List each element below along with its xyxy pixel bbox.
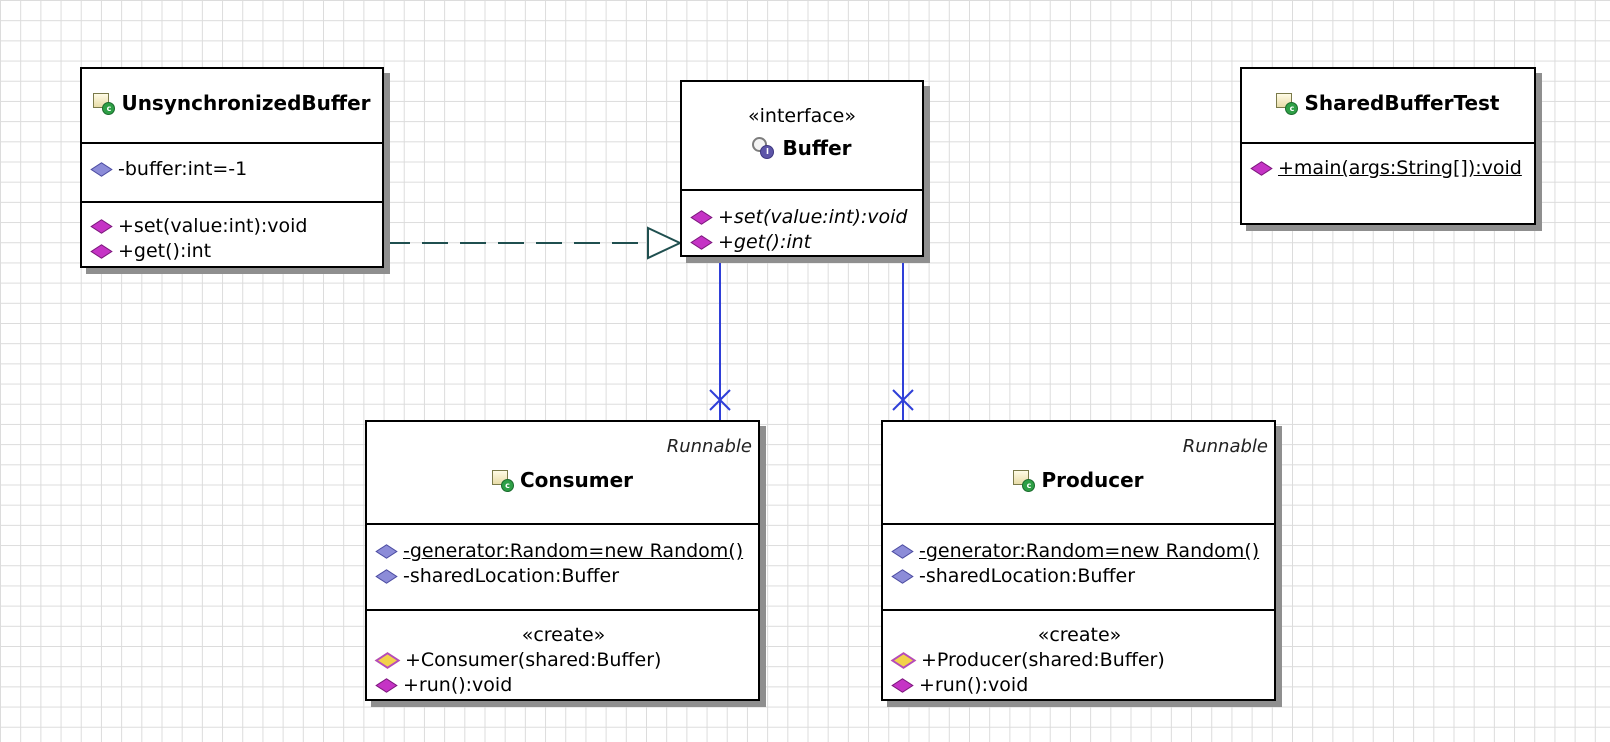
attributes-compartment: -generator:Random=new Random() -sharedLo… xyxy=(367,525,758,609)
interface-title-row: I Buffer xyxy=(682,136,922,160)
operation-text: +set(value:int):void xyxy=(118,215,308,237)
interface-name: Buffer xyxy=(782,136,852,160)
class-icon: c xyxy=(1013,470,1036,492)
interface-icon: I xyxy=(752,137,775,159)
operation-row[interactable]: +main(args:String[]):void xyxy=(1250,156,1526,181)
class-header: Runnable c Consumer xyxy=(367,422,758,525)
class-header: c UnsynchronizedBuffer xyxy=(82,69,382,144)
constructor-stereotype: «create» xyxy=(521,624,606,646)
class-name: Producer xyxy=(1041,468,1144,492)
operation-row[interactable]: +set(value:int):void xyxy=(90,214,374,239)
constructor-row[interactable]: +Consumer(shared:Buffer) xyxy=(374,648,750,673)
association-producer-buffer[interactable] xyxy=(892,257,914,420)
constructor-text: +Consumer(shared:Buffer) xyxy=(405,649,662,671)
navigability-cross-producer-b xyxy=(892,389,914,411)
attributes-compartment: -buffer:int=-1 xyxy=(82,144,382,201)
attribute-icon xyxy=(90,162,113,177)
class-title-row: c Producer xyxy=(883,468,1274,492)
constructor-stereotype: «create» xyxy=(1037,624,1122,646)
attribute-text: -generator:Random=new Random() xyxy=(403,540,744,562)
operation-icon xyxy=(690,235,713,250)
operation-text: +run():void xyxy=(919,674,1029,696)
class-title-row: c SharedBufferTest xyxy=(1242,91,1534,115)
operation-text: +get():int xyxy=(718,231,812,253)
constructor-icon xyxy=(374,652,401,669)
class-unsynchronized-buffer[interactable]: c UnsynchronizedBuffer -buffer:int=-1 +s… xyxy=(80,67,384,268)
class-producer[interactable]: Runnable c Producer -generator:Random=ne… xyxy=(881,420,1276,701)
class-name: UnsynchronizedBuffer xyxy=(121,91,371,115)
attribute-row[interactable]: -sharedLocation:Buffer xyxy=(891,564,1266,589)
operation-text: +get():int xyxy=(118,240,212,262)
attribute-icon xyxy=(891,544,914,559)
attribute-row[interactable]: -buffer:int=-1 xyxy=(90,157,374,182)
operations-compartment: +main(args:String[]):void xyxy=(1242,144,1534,185)
operation-icon xyxy=(690,210,713,225)
class-consumer[interactable]: Runnable c Consumer -generator:Random=ne… xyxy=(365,420,760,701)
association-consumer-buffer[interactable] xyxy=(709,257,731,420)
class-title-row: c UnsynchronizedBuffer xyxy=(82,91,382,115)
attribute-text: -buffer:int=-1 xyxy=(118,158,248,180)
constructor-icon xyxy=(890,652,917,669)
constructor-text: +Producer(shared:Buffer) xyxy=(921,649,1165,671)
realization-connector[interactable] xyxy=(384,226,683,260)
attribute-row[interactable]: -generator:Random=new Random() xyxy=(375,539,750,564)
operation-icon xyxy=(1250,161,1273,176)
operation-row[interactable]: +set(value:int):void xyxy=(690,205,914,230)
attribute-row[interactable]: -sharedLocation:Buffer xyxy=(375,564,750,589)
operations-compartment: +set(value:int):void +get():int xyxy=(682,191,922,259)
attributes-compartment: -generator:Random=new Random() -sharedLo… xyxy=(883,525,1274,609)
class-header: Runnable c Producer xyxy=(883,422,1274,525)
realization-arrowhead xyxy=(647,226,683,260)
operation-row[interactable]: +get():int xyxy=(90,239,374,264)
interface-header: «interface» I Buffer xyxy=(682,82,922,191)
attribute-icon xyxy=(891,569,914,584)
class-title-row: c Consumer xyxy=(367,468,758,492)
interface-buffer[interactable]: «interface» I Buffer +set(value:int):voi… xyxy=(680,80,924,257)
attribute-icon xyxy=(375,544,398,559)
class-shared-buffer-test[interactable]: c SharedBufferTest +main(args:String[]):… xyxy=(1240,67,1536,225)
operation-row[interactable]: +run():void xyxy=(891,673,1266,698)
class-name: SharedBufferTest xyxy=(1304,91,1500,115)
attribute-text: -sharedLocation:Buffer xyxy=(919,565,1136,587)
operation-row[interactable]: +get():int xyxy=(690,230,914,255)
attribute-row[interactable]: -generator:Random=new Random() xyxy=(891,539,1266,564)
operation-text: +run():void xyxy=(403,674,513,696)
class-icon: c xyxy=(1276,93,1299,115)
attribute-icon xyxy=(375,569,398,584)
navigability-cross-consumer-b xyxy=(709,389,731,411)
navigability-cross-consumer-a xyxy=(709,389,731,411)
class-name: Consumer xyxy=(519,468,634,492)
operation-text: +set(value:int):void xyxy=(718,206,908,228)
class-icon: c xyxy=(491,470,514,492)
operations-compartment: «create» +Consumer(shared:Buffer) +run()… xyxy=(367,609,758,702)
constructor-row[interactable]: +Producer(shared:Buffer) xyxy=(890,648,1266,673)
operation-icon xyxy=(90,244,113,259)
operations-compartment: «create» +Producer(shared:Buffer) +run()… xyxy=(883,609,1274,702)
implemented-interface-label: Runnable xyxy=(1182,436,1268,457)
operation-icon xyxy=(891,678,914,693)
navigability-cross-producer-a xyxy=(892,389,914,411)
operation-row[interactable]: +run():void xyxy=(375,673,750,698)
attribute-text: -generator:Random=new Random() xyxy=(919,540,1260,562)
operation-text: +main(args:String[]):void xyxy=(1278,157,1522,179)
operations-compartment: +set(value:int):void +get():int xyxy=(82,201,382,268)
interface-stereotype: «interface» xyxy=(748,105,856,127)
implemented-interface-label: Runnable xyxy=(666,436,752,457)
attribute-text: -sharedLocation:Buffer xyxy=(403,565,620,587)
operation-icon xyxy=(90,219,113,234)
operation-icon xyxy=(375,678,398,693)
class-header: c SharedBufferTest xyxy=(1242,69,1534,144)
class-icon: c xyxy=(93,93,116,115)
